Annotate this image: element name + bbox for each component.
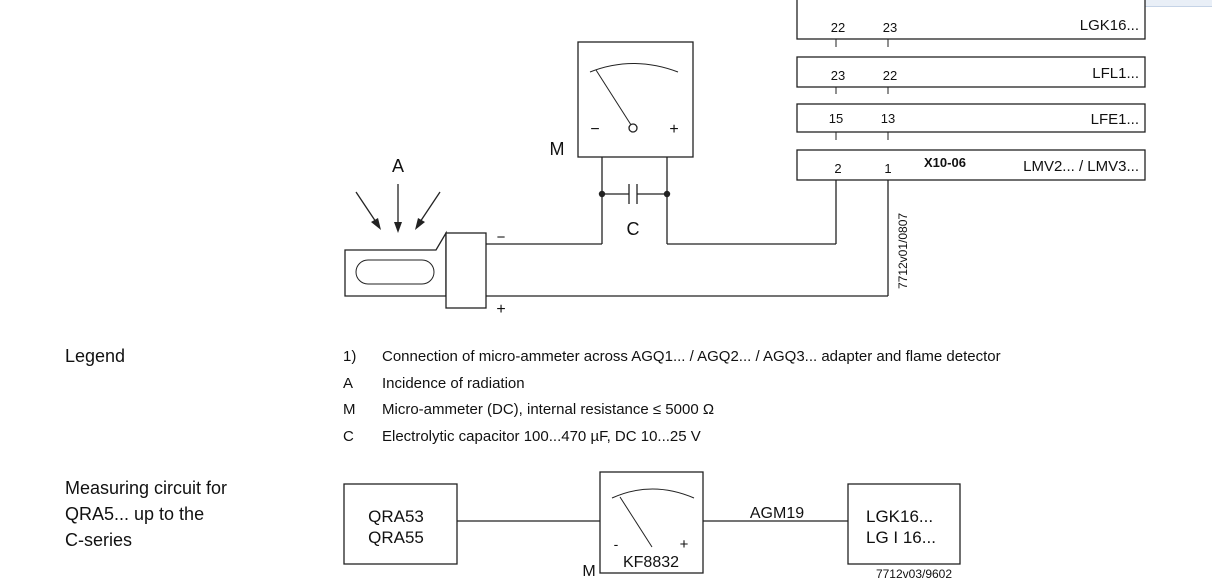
- control-box-lgk: LGK16... LG I 16...: [847, 483, 961, 565]
- meter-pivot: [628, 123, 638, 133]
- unit-lgk16: 22 23 LGK16...: [796, 0, 1146, 47]
- legend-item: C Electrolytic capacitor 100...470 µF, D…: [343, 426, 1103, 453]
- legend-key: 1): [343, 348, 357, 365]
- micro-ammeter-kf8832: - + KF8832: [599, 471, 704, 574]
- legend-text: Micro-ammeter (DC), internal resistance …: [382, 401, 715, 418]
- meter2-plus-sign: +: [680, 536, 689, 553]
- capacitor-label: C: [627, 219, 640, 239]
- legend-text: Electrolytic capacitor 100...470 µF, DC …: [382, 427, 701, 445]
- cable-label: AGM19: [750, 505, 804, 522]
- unit-lfe1-left-terminal: 15: [829, 111, 843, 126]
- terminal-label: X10-06: [924, 155, 966, 170]
- meter-plus-sign: +: [669, 121, 678, 138]
- meter-label: M: [550, 139, 565, 159]
- unit-lmv: 2 1 X10-06 LMV2... / LMV3...: [796, 149, 1146, 181]
- meter2-needle: [619, 496, 653, 548]
- drawing-number-1: 7712v01/0807: [896, 213, 910, 289]
- unit-lfl1: 23 22 LFL1...: [796, 56, 1146, 94]
- unit-lfl1-right-terminal: 22: [883, 68, 897, 83]
- micro-ammeter: − +: [577, 41, 694, 158]
- unit-lfe1: 15 13 LFE1...: [796, 103, 1146, 140]
- legend-key: A: [343, 374, 354, 392]
- unit-lfe1-name: LFE1...: [1091, 111, 1139, 128]
- meter-scale-arc: [589, 63, 679, 73]
- meter-minus-sign: −: [590, 121, 599, 138]
- meter2-minus-sign: -: [614, 536, 619, 552]
- legend-item: A Incidence of radiation: [343, 373, 1103, 400]
- heading-line-2: QRA5... up to the: [65, 504, 205, 524]
- heading-line-3: C-series: [65, 530, 133, 550]
- legend-item: 1) Connection of micro-ammeter across AG…: [343, 346, 1103, 373]
- legend-text: Incidence of radiation: [382, 374, 525, 392]
- unit-lmv-left-terminal: 2: [834, 161, 841, 176]
- heading-line-1: Measuring circuit for: [65, 478, 228, 498]
- radiation-label: A: [392, 156, 404, 176]
- unit-lgk16-right-terminal: 23: [883, 20, 897, 35]
- unit-lfl1-left-terminal: 23: [831, 68, 845, 83]
- meter2-label: M: [582, 563, 595, 579]
- legend-key: C: [343, 427, 354, 445]
- legend-heading: Legend: [65, 346, 126, 366]
- unit-lfl1-name: LFL1...: [1092, 65, 1139, 82]
- meter-needle: [595, 69, 634, 129]
- capacitor: [598, 184, 671, 204]
- legend-key: M: [343, 401, 356, 418]
- control-line-1: LGK16...: [866, 507, 933, 526]
- unit-lmv-name: LMV2... / LMV3...: [1023, 158, 1139, 175]
- legend-list: 1) Connection of micro-ammeter across AG…: [343, 346, 1103, 452]
- drawing-number-2: 7712v03/9602: [876, 567, 952, 579]
- detector-line-1: QRA53: [368, 507, 424, 526]
- legend-text: Connection of micro-ammeter across AGQ1.…: [382, 348, 1001, 365]
- detector-plus-sign: +: [496, 301, 505, 318]
- radiation-arrows: [355, 184, 441, 233]
- detector-window: [355, 259, 435, 285]
- detector-line-2: QRA55: [368, 528, 424, 547]
- control-line-2: LG I 16...: [866, 528, 936, 547]
- unit-lgk16-name: LGK16...: [1080, 17, 1139, 34]
- unit-lfe1-right-terminal: 13: [881, 111, 895, 126]
- unit-lgk16-left-terminal: 22: [831, 20, 845, 35]
- detector-minus-sign: −: [497, 229, 506, 246]
- unit-lmv-right-terminal: 1: [884, 161, 891, 176]
- flame-detector: [344, 230, 487, 309]
- detector-box-qra: QRA53 QRA55: [343, 483, 458, 565]
- measuring-circuit-heading: Measuring circuit for QRA5... up to the …: [65, 475, 295, 553]
- meter2-model: KF8832: [623, 554, 679, 571]
- legend-item: M Micro-ammeter (DC), internal resistanc…: [343, 399, 1103, 426]
